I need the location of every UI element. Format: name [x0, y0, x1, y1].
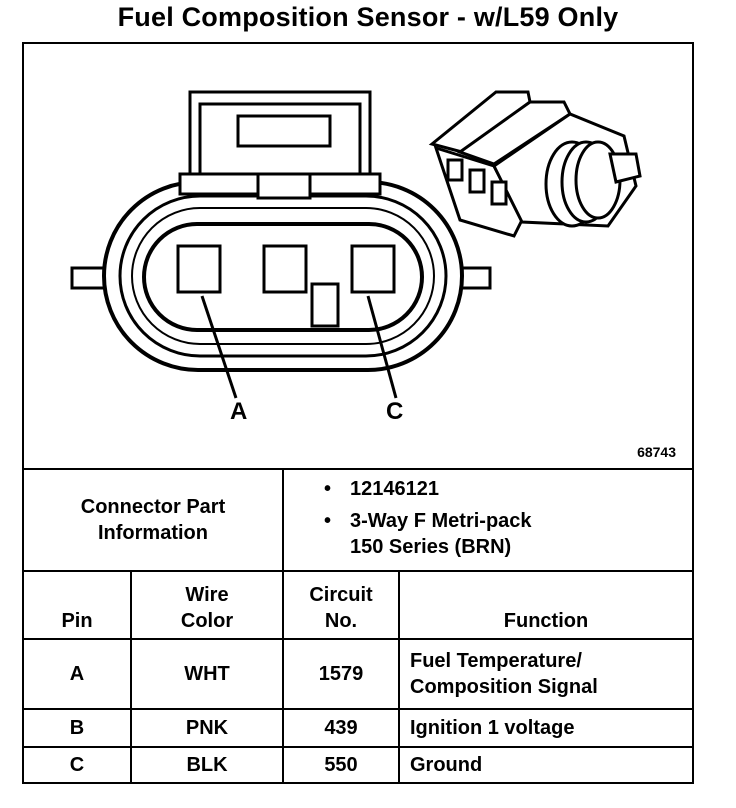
bullet-icon: • [324, 510, 332, 532]
list-item: • 12146121 [324, 476, 532, 502]
table-cell-function: Ground [410, 754, 483, 776]
connector-type: 3-Way F Metri-pack 150 Series (BRN) [350, 510, 532, 558]
list-item: • 3-Way F Metri-pack 150 Series (BRN) [324, 508, 532, 560]
divider [24, 468, 692, 470]
table-cell-circuit: 550 [324, 754, 358, 776]
table-cell-circuit: 1579 [318, 663, 364, 685]
bullet-icon: • [324, 478, 332, 500]
pin-label-c: C [386, 398, 404, 425]
header-circuit: Circuit No. [309, 584, 373, 632]
divider [130, 570, 132, 782]
table-cell-wire-color: WHT [184, 663, 230, 685]
connector-illustration [70, 90, 642, 399]
pin-label-a: A [230, 398, 248, 425]
connector-info-label: Connector Part Information [80, 496, 226, 544]
table-cell-wire-color: PNK [185, 717, 229, 739]
connector-diagram: A C 68743 [24, 44, 692, 468]
table-cell-function: Ignition 1 voltage [410, 717, 575, 739]
table-cell-pin: C [69, 754, 85, 776]
divider [24, 746, 692, 748]
divider [398, 570, 400, 782]
pinout-frame: A C 68743 Connector Part Information • 1… [22, 42, 694, 784]
table-cell-circuit: 439 [324, 717, 358, 739]
divider [24, 638, 692, 640]
table-cell-wire-color: BLK [186, 754, 228, 776]
connector-info-list: • 12146121 • 3-Way F Metri-pack 150 Seri… [324, 476, 532, 560]
header-function: Function [503, 610, 589, 632]
header-pin: Pin [61, 610, 93, 632]
table-cell-pin: B [69, 717, 85, 739]
header-wire-color: Wire Color [180, 584, 234, 632]
page-title: Fuel Composition Sensor - w/L59 Only [117, 2, 619, 32]
figure-number: 68743 [637, 444, 676, 460]
table-cell-pin: A [69, 663, 85, 685]
divider [24, 708, 692, 710]
part-number: 12146121 [350, 478, 439, 500]
divider [282, 468, 284, 782]
table-cell-function: Fuel Temperature/ Composition Signal [410, 650, 598, 698]
divider [24, 570, 692, 572]
